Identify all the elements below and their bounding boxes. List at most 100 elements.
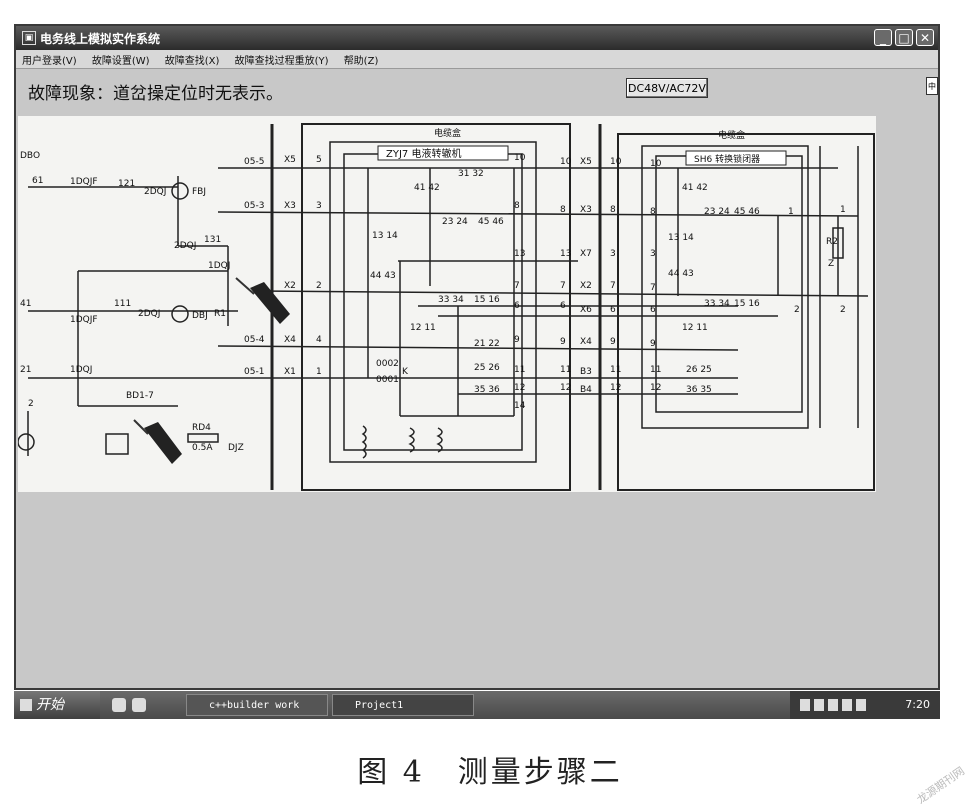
label-31-32: 31 32 — [458, 169, 484, 179]
label-m9: 9 — [514, 335, 520, 345]
label-dbo: DBO — [20, 151, 40, 161]
label-25-26: 25 26 — [474, 363, 500, 373]
label-x4: X4 — [284, 335, 296, 345]
title-bar[interactable]: ▣ 电务线上模拟实作系统 _ □ ✕ — [16, 26, 938, 50]
label-t3: 3 — [316, 201, 322, 211]
menu-help[interactable]: 帮助(Z) — [343, 56, 379, 67]
fault-symptom-text: 故障现象：道岔操定位时无表示。 — [28, 84, 283, 104]
label-r10: 10 — [560, 157, 572, 167]
label-x1: X1 — [284, 367, 296, 377]
label-o2b: 2 — [840, 305, 846, 315]
task-project1[interactable]: Project1 — [332, 694, 474, 716]
label-2: 2 — [28, 399, 34, 409]
label-33-34: 33 34 — [438, 295, 464, 305]
label-12-11: 12 11 — [410, 323, 436, 333]
label-o1: 1 — [788, 207, 794, 217]
menu-fault-search[interactable]: 故障查找(X) — [164, 56, 220, 67]
window-title: 电务线上模拟实作系统 — [40, 32, 161, 46]
label-m14: 14 — [514, 401, 526, 411]
browser-icon[interactable] — [112, 698, 126, 712]
label-r13: 13 — [560, 249, 571, 259]
label-21-22: 21 22 — [474, 339, 500, 349]
label-h3: 3 — [650, 249, 656, 259]
meter-probe-lower[interactable] — [133, 419, 182, 464]
label-r11: 11 — [560, 365, 571, 375]
label-bd1-7: BD1-7 — [126, 391, 154, 401]
label-h8: 8 — [650, 207, 656, 217]
label-t4: 4 — [316, 335, 322, 345]
label-m13: 13 — [514, 249, 525, 259]
clock: 7:20 — [905, 698, 930, 711]
label-21: 21 — [20, 365, 31, 375]
menu-bar: 用户登录(V) 故障设置(W) 故障查找(X) 故障查找过程重放(Y) 帮助(Z… — [16, 50, 938, 69]
label-m10: 10 — [514, 153, 526, 163]
circuit-schematic[interactable]: 电缆盒 电缆盒 ZYJ7 电液转辙机 SH6 转换锁闭器 DBO 61 41 2… — [18, 116, 876, 492]
label-m11: 11 — [514, 365, 525, 375]
label-rx7: X7 — [580, 249, 592, 259]
label-2dqj-c: 2DQJ — [138, 309, 160, 319]
label-m12: 12 — [514, 383, 525, 393]
folder-icon[interactable] — [132, 698, 146, 712]
label-x5: X5 — [284, 155, 296, 165]
start-button[interactable]: 开始 — [14, 691, 100, 719]
label-45-46: 45 46 — [478, 217, 504, 227]
label-111: 111 — [114, 299, 131, 309]
label-r6: 6 — [560, 301, 566, 311]
label-fuse: 0.5A — [192, 443, 213, 453]
label-1dqj-r: 1DQJ — [208, 261, 230, 271]
label-e44-43: 44 43 — [668, 269, 694, 279]
close-button[interactable]: ✕ — [916, 29, 934, 46]
label-rb3: B3 — [580, 367, 592, 377]
label-1dqjf-top: 1DQJF — [70, 177, 98, 187]
label-o2: 2 — [794, 305, 800, 315]
taskbar: 开始 c++builder work Project1 7:20 — [14, 691, 940, 719]
task-cbuilder[interactable]: c++builder work — [186, 694, 328, 716]
label-e33-34: 33 34 — [704, 299, 730, 309]
label-x3: X3 — [284, 201, 296, 211]
label-z: Z — [828, 259, 834, 269]
label-1dqj-bot: 1DQJ — [70, 365, 92, 375]
minimize-button[interactable]: _ — [874, 29, 892, 46]
menu-user-login[interactable]: 用户登录(V) — [22, 56, 77, 67]
menu-fault-replay[interactable]: 故障查找过程重放(Y) — [234, 56, 329, 67]
label-rx4: X4 — [580, 337, 592, 347]
maximize-button[interactable]: □ — [895, 29, 913, 46]
label-s6: 6 — [610, 305, 616, 315]
label-23-24: 23 24 — [442, 217, 468, 227]
label-05-1: 05-1 — [244, 367, 264, 377]
label-e13-14: 13 14 — [668, 233, 694, 243]
cable-box-label-right: 电缆盒 — [718, 129, 745, 141]
label-h6: 6 — [650, 305, 656, 315]
label-h12: 12 — [650, 383, 661, 393]
label-r12: 12 — [560, 383, 571, 393]
app-icon: ▣ — [22, 31, 36, 45]
label-121: 121 — [118, 179, 135, 189]
label-o1b: 1 — [840, 205, 846, 215]
label-0002: 0002 — [376, 359, 399, 369]
zyj7-label: ZYJ7 电液转辙机 — [386, 147, 461, 160]
voltage-button[interactable]: DC48V/AC72V — [626, 78, 708, 98]
label-k: K — [402, 367, 409, 377]
meter-probe-upper[interactable] — [235, 277, 290, 324]
label-fbj: FBJ — [192, 187, 206, 197]
label-e12-11: 12 11 — [682, 323, 708, 333]
label-rx5: X5 — [580, 157, 592, 167]
label-r9: 9 — [560, 337, 566, 347]
label-h11: 11 — [650, 365, 661, 375]
label-m8: 8 — [514, 201, 520, 211]
schematic-labels: DBO 61 41 21 2 1DQJF 1DQJF 1DQJ 1DQJ 121… — [20, 151, 846, 453]
start-label: 开始 — [36, 697, 64, 713]
label-05-3: 05-3 — [244, 201, 264, 211]
label-e15-16: 15 16 — [734, 299, 760, 309]
label-131: 131 — [204, 235, 221, 245]
tray-icons[interactable] — [800, 699, 870, 711]
sh6-label: SH6 转换锁闭器 — [694, 153, 760, 165]
label-2dqj-b: 2DQJ — [174, 241, 196, 251]
scroll-tab[interactable]: 中 — [926, 77, 938, 95]
label-m7: 7 — [514, 281, 520, 291]
label-s9: 9 — [610, 337, 616, 347]
label-61: 61 — [32, 176, 43, 186]
label-rx2: X2 — [580, 281, 592, 291]
menu-fault-setup[interactable]: 故障设置(W) — [91, 56, 150, 67]
label-h7: 7 — [650, 283, 656, 293]
